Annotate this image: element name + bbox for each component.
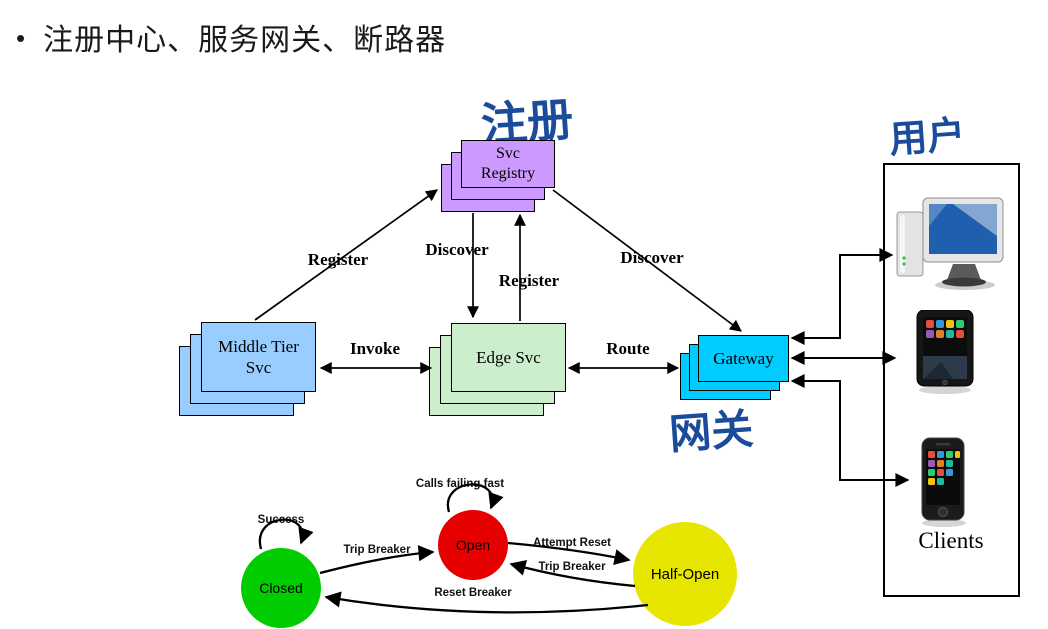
state-half-open-label: Half-Open [650, 565, 720, 583]
bullet-point: • [16, 23, 26, 53]
node-gateway: Gateway [680, 335, 789, 400]
smartphone-icon [916, 436, 972, 535]
svc-registry-label: Svc Registry [461, 140, 555, 188]
arrow-half-open-to-closed [324, 591, 649, 614]
handwritten-gateway-annotation: 网关 [667, 404, 755, 459]
state-open: Open [438, 510, 508, 580]
edge-label-register-middle: Register [307, 250, 369, 269]
middle-tier-label: Middle Tier Svc [201, 322, 316, 392]
tablet-icon [913, 309, 977, 401]
edge-label-register-edge: Register [498, 271, 560, 290]
title-row: • 注册中心、服务网关、断路器 [16, 23, 447, 57]
node-edge-svc: Edge Svc [429, 323, 566, 416]
edge-label-invoke: Invoke [349, 339, 401, 358]
state-half-open: Half-Open [633, 522, 737, 626]
transition-label-trip-breaker-1: Trip Breaker [343, 544, 411, 556]
transition-label-success: Success [257, 514, 305, 526]
desktop-computer-icon [895, 192, 1010, 299]
gateway-label: Gateway [698, 335, 789, 382]
state-closed: Closed [241, 548, 321, 628]
transition-label-reset-breaker: Reset Breaker [434, 587, 512, 599]
node-middle-tier-svc: Middle Tier Svc [179, 322, 316, 416]
clients-label: Clients [918, 528, 984, 553]
edge-label-discover-gateway: Discover [620, 248, 684, 267]
edge-label-route: Route [606, 339, 650, 358]
state-open-label: Open [455, 537, 491, 553]
transition-label-attempt-reset: Attempt Reset [533, 537, 611, 549]
edge-svc-label: Edge Svc [451, 323, 566, 392]
state-closed-label: Closed [259, 580, 303, 596]
edge-label-discover-edge: Discover [425, 240, 489, 259]
transition-label-trip-breaker-2: Trip Breaker [538, 561, 606, 573]
page-title: 注册中心、服务网关、断路器 [43, 24, 447, 57]
arrow-gateway-desktop [790, 248, 894, 345]
transition-label-calls-failing-fast: Calls failing fast [415, 478, 505, 490]
handwritten-clients-annotation: 用户 [887, 112, 967, 162]
node-svc-registry: Svc Registry [441, 140, 555, 213]
